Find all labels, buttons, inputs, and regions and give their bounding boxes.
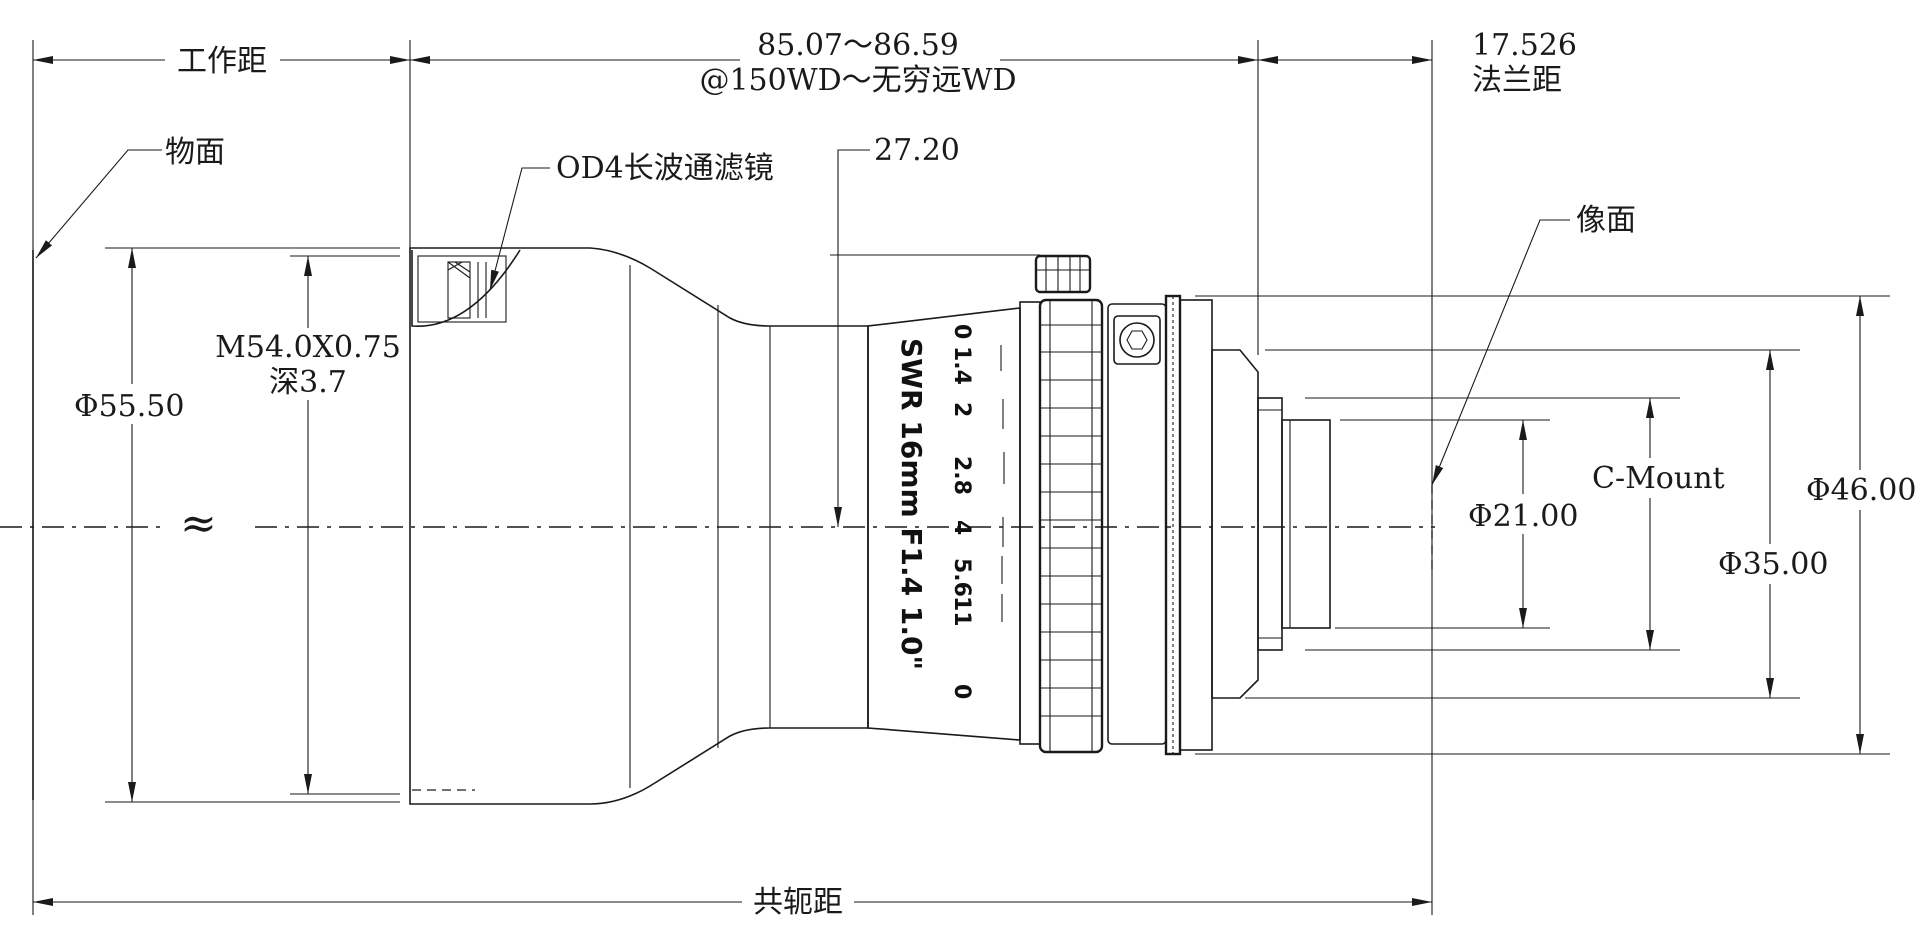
zero-mark-bottom: 0	[949, 684, 974, 699]
body-diameter-label: Φ46.00	[1806, 473, 1916, 508]
dimension-labels: 工作距 85.07～86.59 @150WD～无穷远WD 17.526 法兰距 …	[74, 24, 1920, 924]
mount-diameter-label: Φ35.00	[1718, 547, 1828, 582]
aperture-ring	[867, 307, 1021, 741]
mount-inner-diameter-label: Φ21.00	[1468, 499, 1578, 534]
aperture-scale-value: 1.4	[949, 346, 974, 385]
working-distance-label: 工作距	[177, 44, 267, 79]
aperture-scale-value: 5.6	[949, 558, 974, 597]
rear-taper	[1211, 349, 1259, 699]
aperture-scale-value: 11	[949, 596, 974, 627]
conjugate-distance-label: 共轭距	[753, 885, 843, 920]
lens-body	[409, 247, 1331, 805]
filter-label: OD4长波通滤镜	[556, 151, 774, 186]
focus-ring	[1038, 298, 1104, 754]
lock-collar	[1107, 303, 1167, 745]
zero-mark-top: 0	[949, 324, 974, 339]
rear-body	[1179, 299, 1213, 751]
flange-distance-label: 法兰距	[1472, 63, 1562, 98]
focus-length-label: 27.20	[874, 133, 960, 168]
thread-label: M54.0X0.75	[215, 330, 401, 365]
object-plane-label: 物面	[165, 135, 225, 170]
thread-depth-label: 深3.7	[269, 365, 347, 400]
aperture-scale-value: 2	[949, 402, 974, 417]
focus-ring-knurling	[1040, 300, 1102, 752]
hex-screw-icon	[1113, 315, 1161, 365]
dimension-lines	[33, 56, 1864, 906]
front-diameter-label: Φ55.50	[74, 389, 184, 424]
break-symbol: ≈	[180, 498, 217, 549]
filter-cutaway	[411, 249, 521, 327]
lens-marking: 0 SWR 16mm F1.4 1.0" 0	[895, 324, 974, 699]
image-plane-label: 像面	[1576, 203, 1636, 238]
aperture-scale-value: 2.8	[949, 456, 974, 495]
c-mount-thread	[1281, 419, 1331, 629]
front-barrel	[409, 247, 869, 805]
lens-model-text: SWR 16mm F1.4 1.0"	[895, 338, 928, 670]
aperture-scale: 1.4 2 2.8 4 5.611	[949, 345, 1005, 627]
locking-screw-icon	[1034, 254, 1092, 294]
aperture-scale-value: 4	[949, 520, 974, 535]
length-range-label: 85.07～86.59	[757, 28, 959, 63]
c-mount-flange	[1257, 397, 1283, 651]
c-mount-label: C-Mount	[1592, 461, 1725, 496]
focus-range-label: @150WD～无穷远WD	[699, 63, 1016, 98]
flange-value-label: 17.526	[1472, 28, 1577, 63]
leader-lines	[35, 149, 1570, 486]
